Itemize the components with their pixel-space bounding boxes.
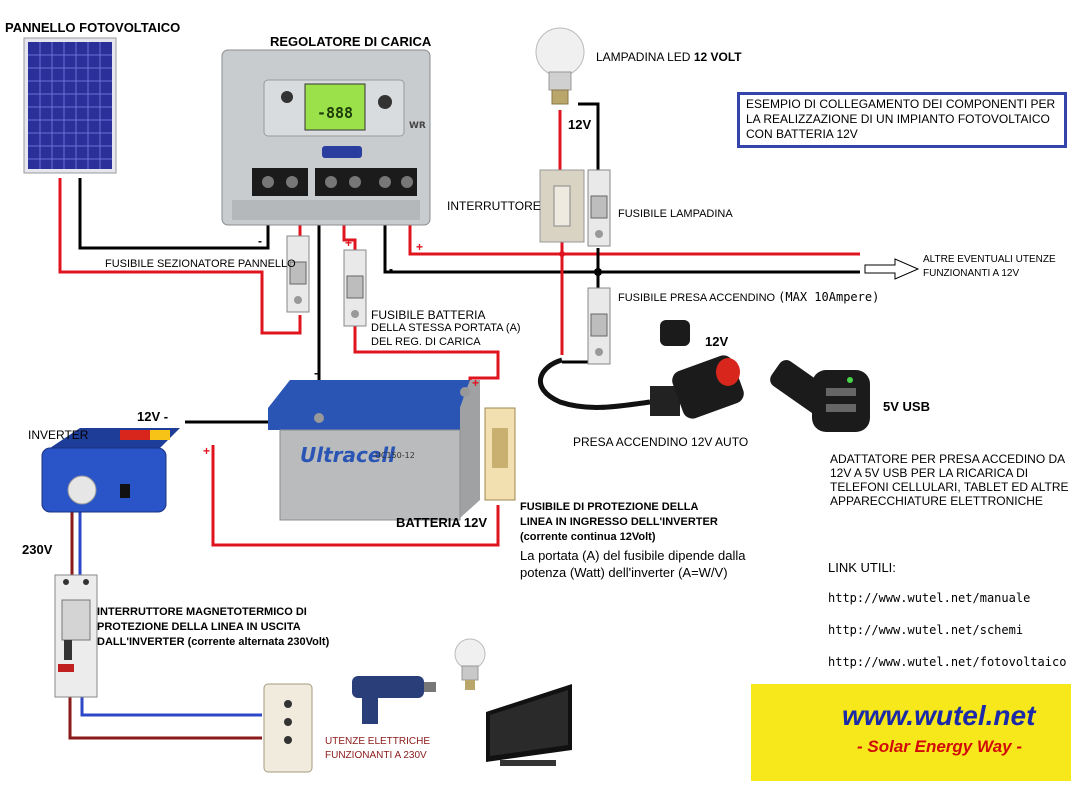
link-manuale[interactable]: http://www.wutel.net/manuale xyxy=(828,591,1031,605)
label-portata-1: La portata (A) del fusibile dipende dall… xyxy=(520,548,746,563)
polarity-plus-inverter: + xyxy=(203,444,211,458)
polarity-minus-load: - xyxy=(389,262,393,276)
label-230-loads-2: FUNZIONANTI A 230V xyxy=(325,750,427,761)
television xyxy=(486,684,572,766)
link-schemi[interactable]: http://www.wutel.net/schemi xyxy=(828,623,1024,637)
label-5v-usb: 5V USB xyxy=(883,399,930,414)
cigarette-socket xyxy=(538,320,744,419)
label-inverter: INVERTER xyxy=(28,428,89,442)
battery-brand: Ultracell xyxy=(300,443,396,467)
junction-dot xyxy=(594,268,602,276)
wire-ac-out-live xyxy=(68,695,262,740)
label-lamp: LAMPADINA LED 12 VOLT xyxy=(596,50,742,64)
label-portata-2: potenza (Watt) dell'inverter (A=W/V) xyxy=(520,565,728,580)
label-panel: PANNELLO FOTOVOLTAICO xyxy=(5,20,181,35)
label-breaker-2: PROTEZIONE DELLA LINEA IN USCITA xyxy=(97,621,301,633)
circuit-breaker xyxy=(54,574,98,698)
label-socket-fuse: FUSIBILE PRESA ACCENDINO (MAX 10Ampere) xyxy=(618,290,879,304)
charge-regulator: -888 WR xyxy=(221,49,431,226)
label-lamp-volt: 12 VOLT xyxy=(693,50,742,64)
polarity-plus-load: + xyxy=(416,240,424,254)
link-fotovoltaico[interactable]: http://www.wutel.net/fotovoltaico xyxy=(828,655,1067,669)
label-adapter-2: 12V A 5V USB PER LA RICARICA DI xyxy=(830,466,1029,480)
label-adapter-1: ADATTATORE PER PRESA ACCEDINO DA xyxy=(830,452,1066,466)
label-230v: 230V xyxy=(22,542,53,557)
wire-ac-out-neutral xyxy=(80,695,262,717)
fuse-holder-battery xyxy=(343,249,367,327)
label-inverter-fuse-2: LINEA IN INGRESSO DELL'INVERTER xyxy=(520,516,718,528)
label-breaker-3: DALL'INVERTER (corrente alternata 230Vol… xyxy=(97,636,330,648)
label-12v-socket: 12V xyxy=(705,334,729,349)
label-regulator: REGOLATORE DI CARICA xyxy=(270,34,432,49)
outlet-230v xyxy=(263,683,313,773)
wutel-banner xyxy=(751,684,1071,781)
polarity-plus-battery-fuse: + xyxy=(345,236,353,250)
label-cig-socket: PRESA ACCENDINO 12V AUTO xyxy=(573,435,749,449)
label-socket-fuse-text: FUSIBILE PRESA ACCENDINO xyxy=(618,292,776,304)
info-box: ESEMPIO DI COLLEGAMENTO DEI COMPONENTI P… xyxy=(737,92,1067,148)
solar-panel xyxy=(23,37,117,174)
inverter-fuse xyxy=(484,407,516,501)
led-bulb-small xyxy=(454,638,486,690)
regulator-brand: WR xyxy=(409,121,426,131)
fuse-holder-socket xyxy=(587,287,611,365)
label-switch: INTERRUTTORE xyxy=(447,199,541,213)
label-lamp-prefix: LAMPADINA LED xyxy=(596,50,694,64)
banner-tagline: - Solar Energy Way - xyxy=(857,737,1023,756)
wall-switch xyxy=(539,169,585,243)
label-breaker-1: INTERRUTTORE MAGNETOTERMICO DI xyxy=(97,606,307,618)
label-other-loads-1: ALTRE EVENTUALI UTENZE xyxy=(923,254,1056,265)
wire-lamp-black xyxy=(578,102,600,170)
label-lamp-fuse: FUSIBILE LAMPADINA xyxy=(618,208,733,220)
battery: Ultracell UC150-12 xyxy=(268,380,480,521)
power-drill xyxy=(352,676,436,724)
label-inverter-12v: 12V - xyxy=(137,409,169,424)
label-other-loads-2: FUNZIONANTI A 12V xyxy=(923,268,1020,279)
label-battery-fuse-1: FUSIBILE BATTERIA xyxy=(371,308,486,322)
polarity-plus-battery: + xyxy=(472,376,480,390)
label-battery-fuse-2: DELLA STESSA PORTATA (A) xyxy=(371,322,521,334)
wire-panel-positive xyxy=(58,178,302,335)
polarity-minus-panel: - xyxy=(258,234,262,248)
fuse-holder-lamp xyxy=(587,169,611,247)
label-inverter-fuse-1: FUSIBILE DI PROTEZIONE DELLA xyxy=(520,501,699,513)
inverter xyxy=(41,428,180,513)
outline-arrow xyxy=(864,258,920,280)
wire-inverter-positive xyxy=(211,445,500,547)
label-battery-fuse-3: DEL REG. DI CARICA xyxy=(371,336,481,348)
label-inverter-fuse-3: (corrente continua 12Volt) xyxy=(520,531,656,543)
label-battery: BATTERIA 12V xyxy=(396,515,488,530)
lcd-display: -888 xyxy=(317,104,353,122)
label-panel-fuse: FUSIBILE SEZIONATORE PANNELLO xyxy=(105,258,296,270)
label-adapter-4: APPARECCHIATURE ELETTRONICHE xyxy=(830,494,1043,508)
led-bulb-top xyxy=(535,27,585,105)
label-230-loads-1: UTENZE ELETTRICHE xyxy=(325,736,431,747)
junction-dot-red xyxy=(559,251,565,257)
polarity-minus-battery: - xyxy=(314,366,318,380)
links-title: LINK UTILI: xyxy=(828,560,896,575)
battery-model: UC150-12 xyxy=(375,451,415,460)
fuse-holder-panel xyxy=(286,235,310,313)
label-adapter-3: TELEFONI CELLULARI, TABLET ED ALTRE xyxy=(830,480,1069,494)
usb-adapter xyxy=(770,360,870,432)
label-socket-fuse-max: (MAX 10Ampere) xyxy=(778,290,880,304)
banner-url[interactable]: www.wutel.net xyxy=(842,700,1036,731)
label-12v-lamp: 12V xyxy=(568,117,592,132)
